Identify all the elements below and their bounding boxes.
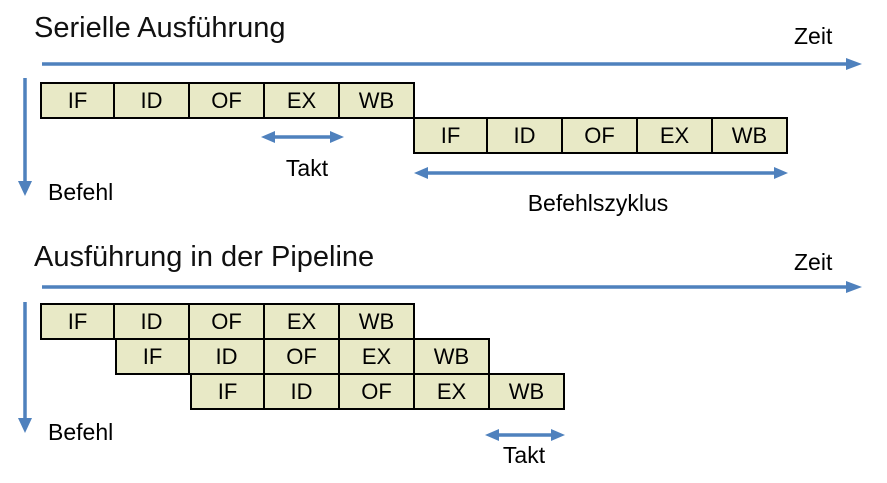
- stage-cell: OF: [563, 117, 638, 154]
- stage-cell: OF: [265, 338, 340, 375]
- serial-clock-span-arrow: [261, 131, 344, 143]
- serial-instruction-axis-arrow: [18, 78, 32, 196]
- stage-cell: IF: [190, 373, 265, 410]
- stage-cell: WB: [340, 303, 415, 340]
- stage-cell: ID: [190, 338, 265, 375]
- stage-cell: OF: [190, 82, 265, 119]
- stage-cell: IF: [40, 82, 115, 119]
- pipeline-section-title: Ausführung in der Pipeline: [34, 241, 375, 273]
- pipeline-instruction-axis-arrow: [18, 302, 32, 433]
- stage-cell: ID: [488, 117, 563, 154]
- pipeline-instruction-1-row: IF ID OF EX WB: [40, 303, 415, 340]
- stage-cell: WB: [713, 117, 788, 154]
- pipeline-time-axis-label: Zeit: [794, 249, 833, 275]
- pipeline-clock-span-arrow: [485, 429, 565, 441]
- stage-cell: OF: [190, 303, 265, 340]
- pipeline-instruction-3-row: IF ID OF EX WB: [190, 373, 565, 410]
- pipeline-clock-label: Takt: [502, 442, 546, 468]
- serial-section-title: Serielle Ausführung: [34, 12, 286, 44]
- stage-cell: ID: [265, 373, 340, 410]
- serial-time-axis-arrow: [42, 58, 862, 70]
- stage-cell: EX: [340, 338, 415, 375]
- stage-cell: EX: [638, 117, 713, 154]
- stage-cell: WB: [415, 338, 490, 375]
- pipeline-instruction-2-row: IF ID OF EX WB: [115, 338, 490, 375]
- stage-cell: EX: [415, 373, 490, 410]
- stage-cell: IF: [115, 338, 190, 375]
- stage-cell: WB: [340, 82, 415, 119]
- serial-clock-label: Takt: [285, 155, 329, 181]
- stage-cell: ID: [115, 82, 190, 119]
- pipeline-instruction-axis-caption: Befehl: [48, 419, 114, 445]
- serial-time-axis-label: Zeit: [794, 23, 833, 49]
- serial-instruction-cycle-arrow: [414, 167, 788, 179]
- stage-cell: ID: [115, 303, 190, 340]
- stage-cell: WB: [490, 373, 565, 410]
- stage-cell: IF: [413, 117, 488, 154]
- stage-cell: EX: [265, 82, 340, 119]
- serial-instruction-1-row: IF ID OF EX WB: [40, 82, 415, 119]
- serial-instruction-2-row: IF ID OF EX WB: [413, 117, 788, 154]
- serial-instruction-cycle-label: Befehlszyklus: [527, 190, 669, 216]
- stage-cell: OF: [340, 373, 415, 410]
- pipeline-time-axis-arrow: [42, 281, 862, 293]
- serial-instruction-axis-caption: Befehl: [48, 179, 114, 205]
- stage-cell: IF: [40, 303, 115, 340]
- stage-cell: EX: [265, 303, 340, 340]
